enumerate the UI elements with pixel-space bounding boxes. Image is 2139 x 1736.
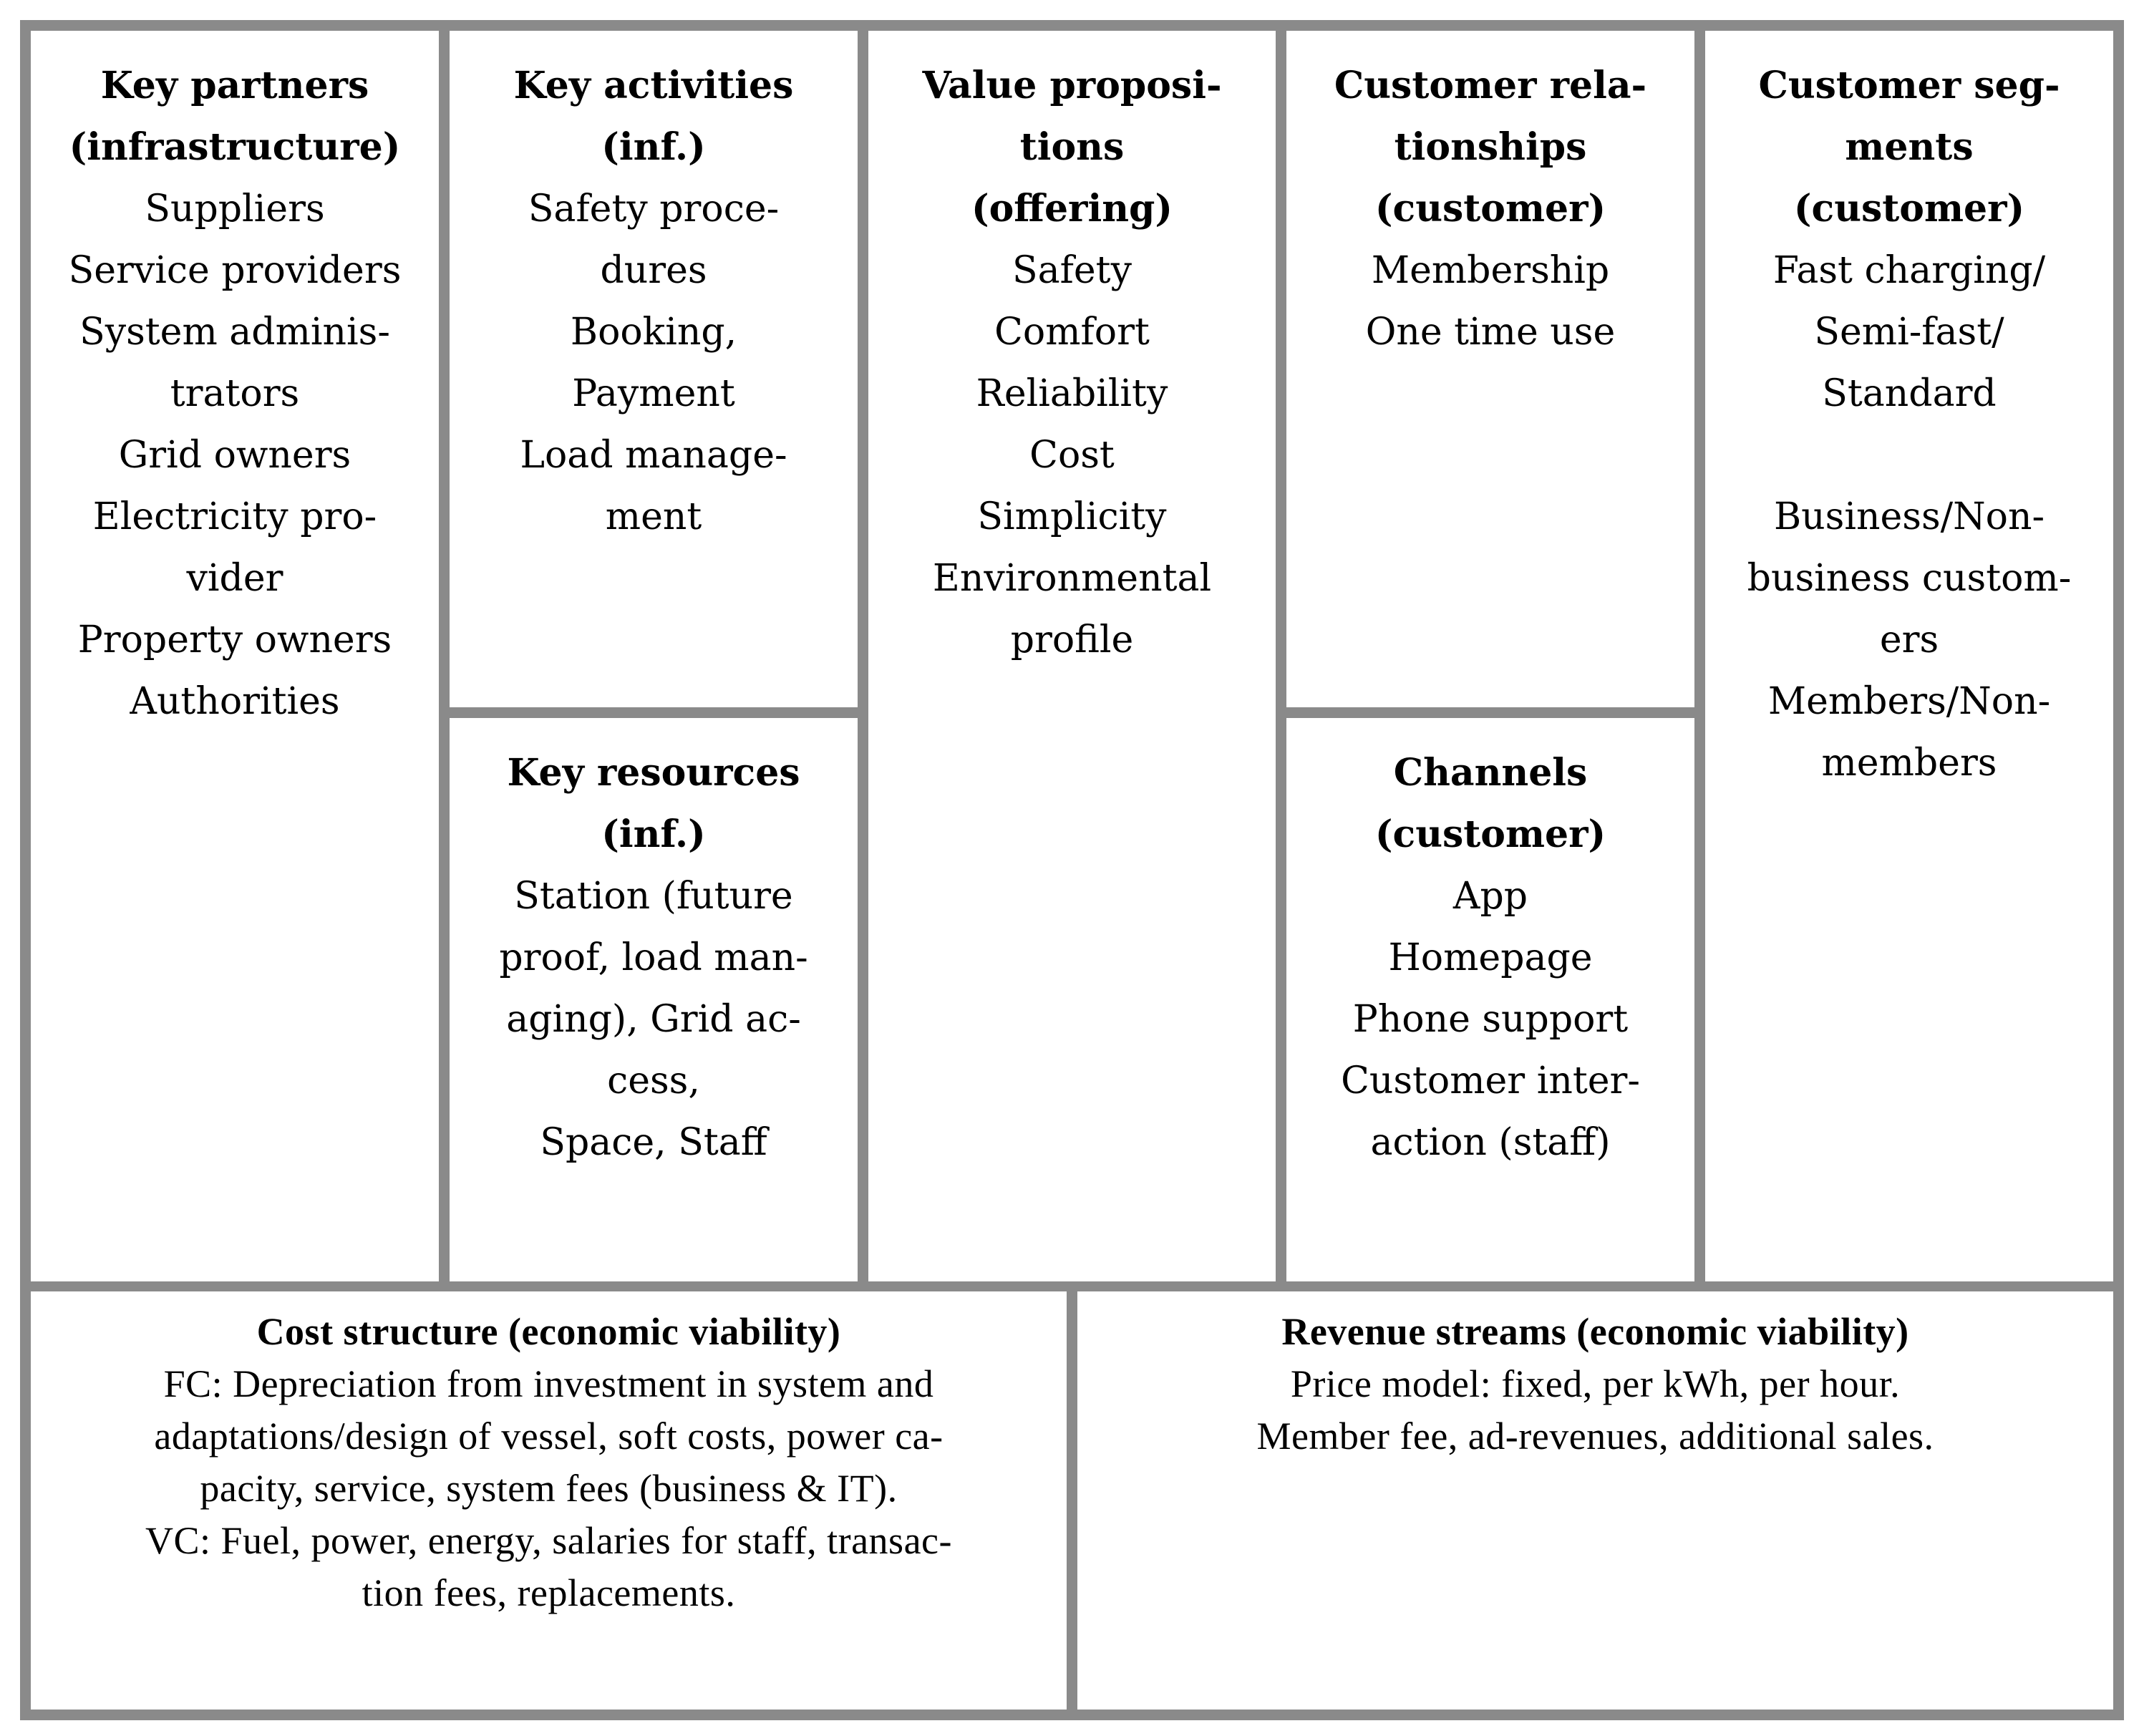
cell-body-line [1705,425,2113,486]
cell-body-line: Service providers [68,249,402,292]
cell-body-line: System adminis- [79,311,390,354]
cell-customer-segments: Customer seg-ments (customer) Fast chargin… [1705,31,2113,1281]
cell-revenue-streams: Revenue streams (economic viability) Pric… [1077,1291,2113,1710]
cell-body-line: Load manage- [520,434,787,477]
cell-body-line: cess, [607,1059,700,1102]
cell-body-line: adaptations/design of vessel, soft costs… [154,1415,944,1458]
cell-cost-structure: Cost structure (economic viability) FC: D… [31,1291,1067,1710]
cell-body-line: Safety [1012,249,1132,292]
cell-body-line: Phone support [1352,998,1629,1041]
cell-body-line: ment [605,495,702,538]
cell-body-line: Safety proce- [528,188,780,231]
cell-body-line: Homepage [1388,936,1593,979]
cell-body-line: Business/Non- [1773,495,2045,538]
cell-body-line: proof, load man- [499,936,808,979]
cell-body-line: Price model: fixed, per kWh, per hour. [1290,1362,1901,1405]
cell-body-line: Space, Staff [540,1121,767,1164]
cell-body-line: Members/Non- [1767,680,2051,723]
cell-body-line: Simplicity [977,495,1167,538]
cell-title-line: ments [1845,125,1974,169]
cell-body-line: Environmental [932,557,1212,600]
cell-title-line: (customer) [1793,187,2025,231]
cell-body-line: tion fees, replacements. [362,1571,736,1614]
cell-body-line: VC: Fuel, power, energy, salaries for st… [145,1519,952,1562]
cell-title-line: (customer) [1374,813,1606,856]
cell-body-line: vider [186,557,283,600]
cell-body-line: Standard [1822,372,1997,415]
cell-title-line: Channels [1393,751,1588,795]
cell-title-line: (inf.) [601,813,706,856]
cell-body-line: Station (future [514,875,793,918]
cell-body-line: Fast charging/ [1772,249,2046,292]
cell-body-line: ers [1879,619,1939,661]
cell-title-line: Key activities [513,64,794,107]
cell-body-line: Membership [1371,249,1610,292]
cell-body-line: profile [1010,619,1134,661]
cell-body-line: trators [170,372,300,415]
cell-body-line: App [1452,875,1528,918]
cell-title-line: (inf.) [601,125,706,169]
cell-body-line: pacity, service, system fees (business &… [200,1467,898,1510]
cell-body-line: Member fee, ad-revenues, additional sale… [1256,1415,1934,1458]
cell-body-line: Customer inter- [1341,1059,1640,1102]
cell-body-line: Authorities [130,680,340,723]
cell-body-line: Cost [1029,434,1115,477]
cell-title-line: (customer) [1374,187,1606,231]
cell-body-line: Booking, [570,311,737,354]
cell-body-line: aging), Grid ac- [506,998,801,1041]
cell-key-resources: Key resources (inf.) Station (future proof,… [450,718,858,1281]
cell-title-line: Value proposi- [922,64,1222,107]
cell-title-line: tions [1019,125,1125,169]
cell-body-line: Comfort [994,311,1150,354]
cell-body-line: members [1821,742,1997,785]
cell-body-line: Payment [572,372,735,415]
cell-body-line: dures [600,249,707,292]
cell-body-line: One time use [1365,311,1616,354]
cell-title-line: Revenue streams (economic viability) [1281,1310,1909,1353]
cell-title-line: (infrastructure) [69,125,401,169]
cell-body-line: Reliability [976,372,1168,415]
cell-body-line: Grid owners [118,434,351,477]
cell-body-line: Semi-fast/ [1814,311,2004,354]
cell-body-line: Suppliers [145,188,325,231]
cell-customer-relationships: Customer rela-tionships (customer) Members… [1286,31,1694,707]
cell-title-line: Key partners [100,64,369,107]
cell-title-line: (offering) [971,187,1173,231]
cell-title-line: Key resources [507,751,800,795]
cell-body-line: Property owners [77,619,392,661]
cell-title-line: Customer rela- [1334,64,1647,107]
cell-body-line: action (staff) [1370,1121,1611,1164]
cell-title-line: Cost structure (economic viability) [256,1310,841,1353]
cell-title-line: Customer seg- [1758,64,2060,107]
cell-title-line: tionships [1394,125,1587,169]
cell-body-line: Electricity pro- [92,495,377,538]
cell-body-line: FC: Depreciation from investment in syst… [163,1362,934,1405]
cell-body-line: business custom- [1747,557,2072,600]
